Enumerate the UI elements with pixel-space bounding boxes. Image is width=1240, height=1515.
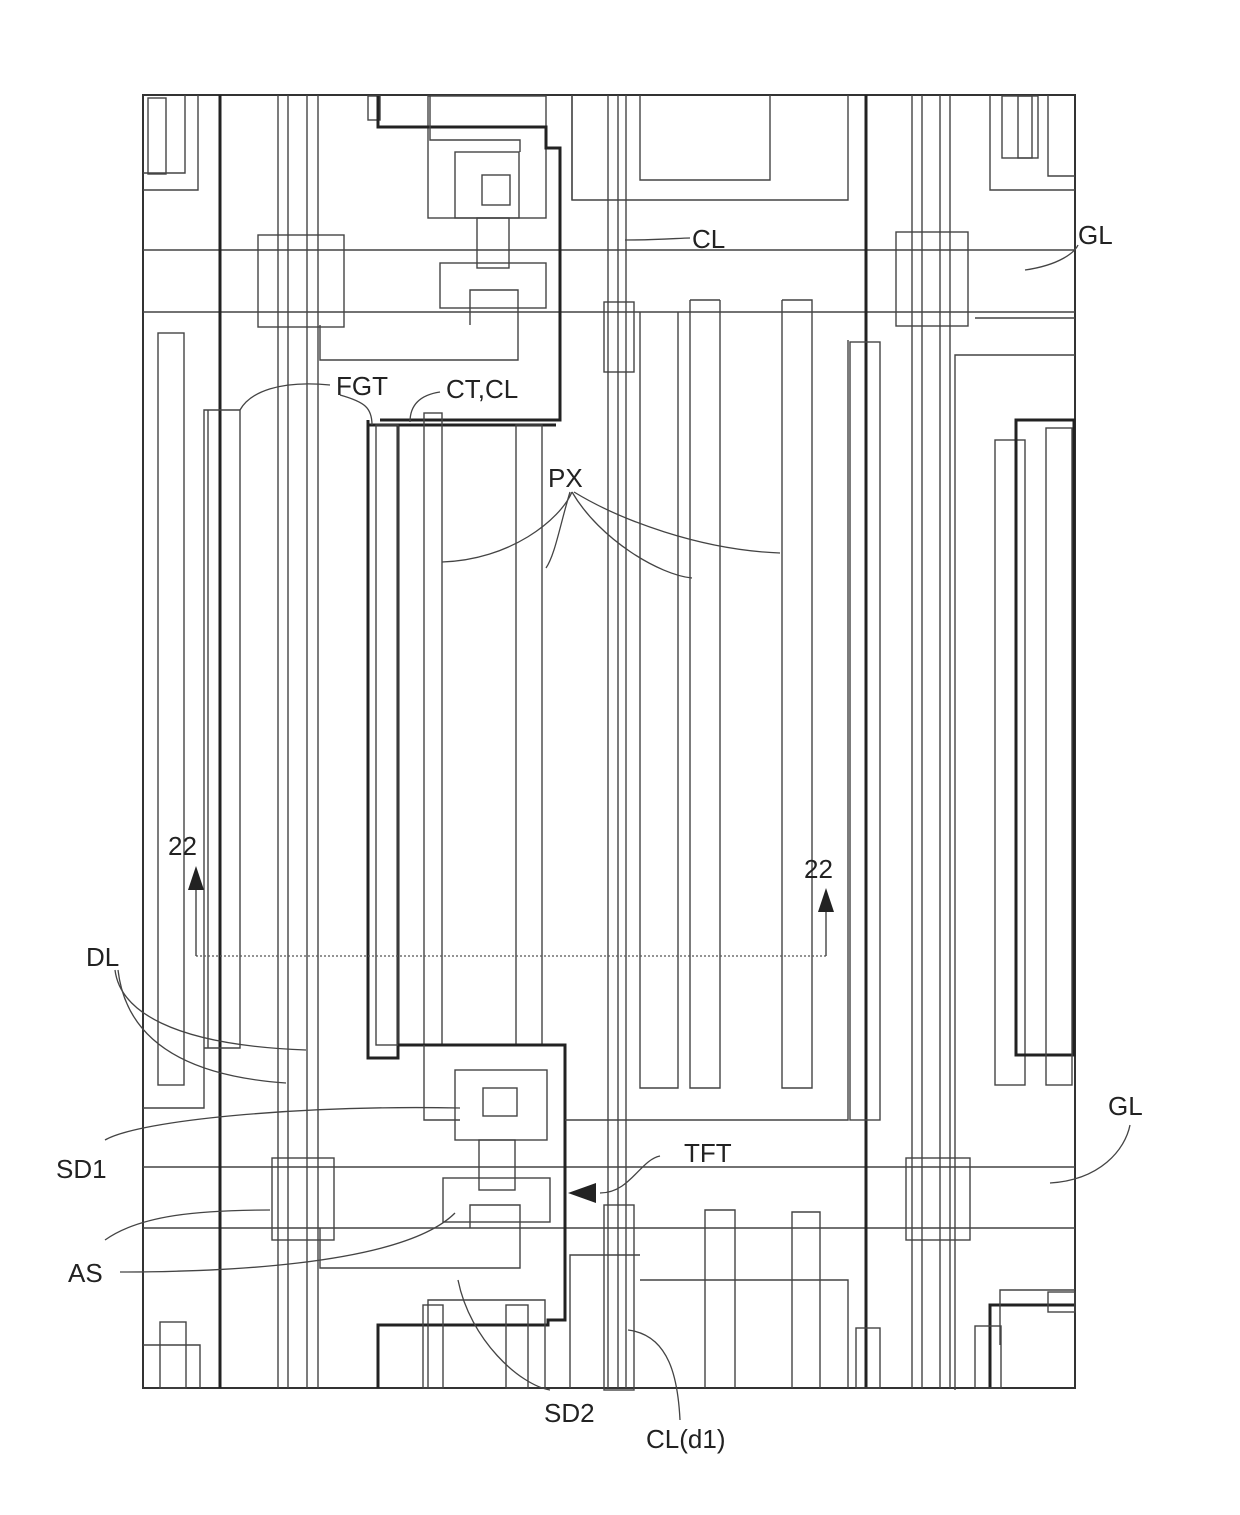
left-electrode [143,333,240,1108]
label-sd2: SD2 [544,1398,595,1428]
label-gl-top: GL [1078,220,1113,250]
gate-line-bottom [143,1167,1075,1228]
label-section-right: 22 [804,854,833,884]
leader-sd1 [105,1108,460,1140]
common-electrode-top [572,95,848,200]
pixel-frame [143,95,1075,1388]
label-sd1: SD1 [56,1154,107,1184]
label-ct-cl: CT,CL [446,374,518,404]
comb-electrode-bottom [570,1210,880,1388]
label-fgt: FGT [336,371,388,401]
label-cl-d1: CL(d1) [646,1424,725,1454]
leader-px-2 [546,492,570,568]
drain-line-left [220,95,318,1388]
leader-as-1 [105,1210,270,1240]
gate-line-top [143,250,1075,312]
drain-line-right [866,95,950,1388]
corner-structure-bottom-left [143,1322,200,1388]
leader-ct-cl [410,392,440,422]
pixel-electrode-central [368,413,565,1200]
leader-gl-top [1025,245,1078,270]
label-section-left: 22 [168,831,197,861]
label-gl-bottom: GL [1108,1091,1143,1121]
corner-structure-top-left [143,95,198,190]
corner-structure-bottom-right [975,1290,1075,1388]
tft-arrow [568,1156,660,1203]
leader-px-4 [574,492,780,553]
leader-gl-bottom [1050,1125,1130,1183]
leader-fgt [240,384,330,410]
crossing-pad-top-left [258,235,344,327]
section-line-22 [188,866,834,956]
label-cl-top: CL [692,224,725,254]
leader-px-1 [442,492,572,562]
label-tft: TFT [684,1138,732,1168]
right-edge-structure [955,318,1075,1390]
label-dl: DL [86,942,119,972]
comb-electrode-right [565,300,880,1120]
leader-sd2 [458,1280,550,1390]
label-as: AS [68,1258,103,1288]
label-px: PX [548,463,583,493]
lower-transistor [320,1070,565,1388]
corner-structure-top-right [990,95,1075,190]
common-line-center [604,95,634,1390]
leader-cl-d1 [628,1330,680,1420]
leader-cl-top [625,238,690,240]
